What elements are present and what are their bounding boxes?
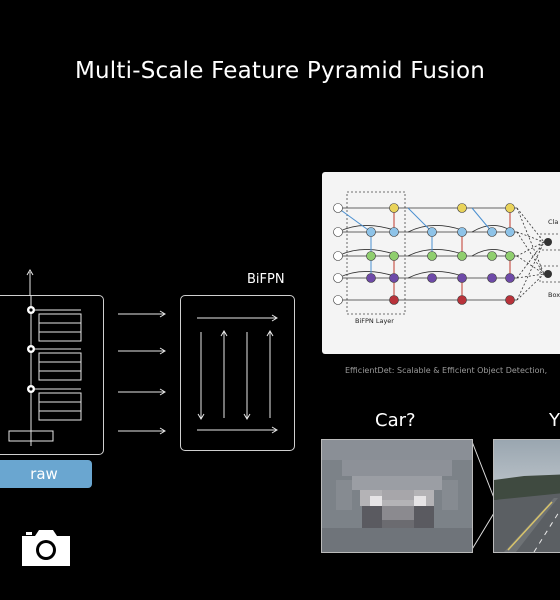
bifpn-diagram <box>197 314 278 434</box>
page-title: Multi-Scale Feature Pyramid Fusion <box>74 58 486 84</box>
bifpn-layer-box <box>346 191 406 315</box>
road-photo <box>493 439 560 553</box>
bifpn-label: BiFPN <box>247 272 285 287</box>
car-answer-label: Y <box>549 410 560 431</box>
backbone-output-arrow <box>26 269 34 296</box>
bifpn-layer-label: BiFPN Layer <box>355 317 394 325</box>
zoom-connector <box>470 438 495 552</box>
figure-caption: EfficientDet: Scalable & Efficient Objec… <box>345 366 548 375</box>
feature-arrows <box>118 310 166 435</box>
bifpn-box <box>180 295 295 451</box>
camera-icon <box>20 526 72 568</box>
class-head-label: Cla <box>548 218 558 226</box>
efficientdet-figure: BiFPN Layer <box>322 172 560 354</box>
car-question-label: Car? <box>375 410 416 431</box>
raw-button[interactable]: raw <box>0 460 92 488</box>
backbone-diagram <box>8 276 82 446</box>
box-head-label: Box <box>548 291 560 299</box>
pixelated-car-image <box>321 439 473 553</box>
backbone-box <box>0 276 104 455</box>
